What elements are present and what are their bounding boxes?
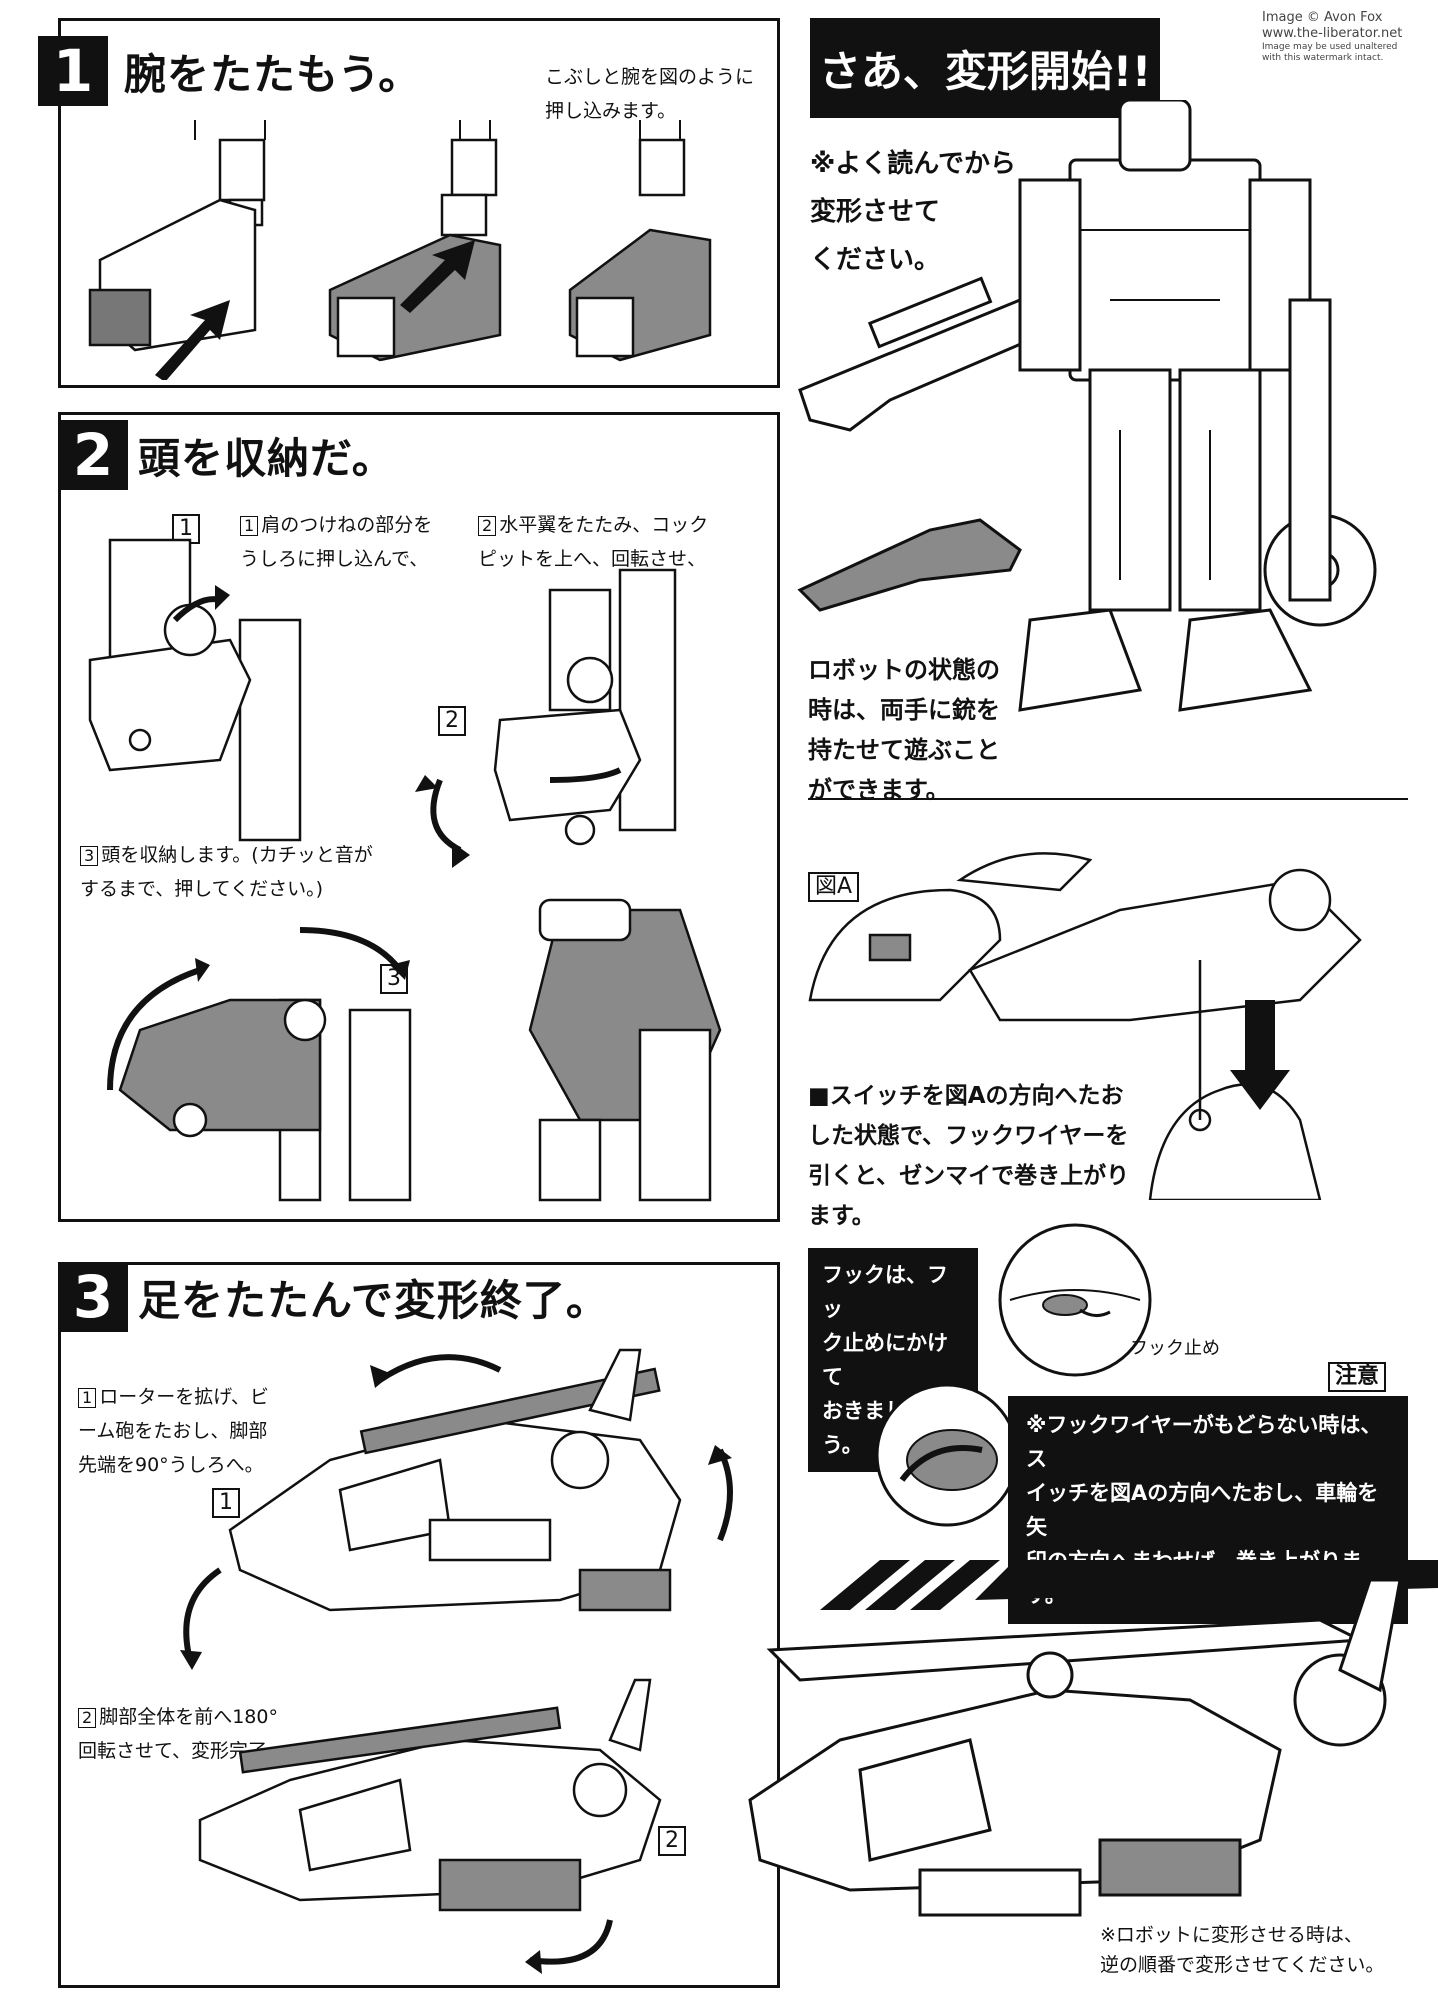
step3-label1: 1: [212, 1488, 240, 1518]
watermark: Image © Avon Fox www.the-liberator.net I…: [1262, 10, 1434, 64]
start-note: ※よく読んでから 変形させて ください。: [810, 140, 1016, 284]
watermark-line3: Image may be used unaltered: [1262, 42, 1398, 52]
start-note-line1: ※よく読んでから: [810, 149, 1016, 179]
step1-arm-illustration: [88, 120, 712, 380]
step2-note3-line2: するまで、押してください。): [80, 878, 324, 900]
step3-note1-num: 1: [78, 1388, 97, 1408]
right-divider: [808, 798, 1408, 800]
switch-note-line1: ■スイッチを図Aの方向へたお: [808, 1083, 1124, 1109]
footer-line1: ※ロボットに変形させる時は、: [1100, 1924, 1363, 1946]
fig-a-label: 図A: [808, 872, 860, 902]
step2-note1-line2: うしろに押し込んで、: [240, 548, 429, 570]
step2-note2-num: 2: [478, 516, 497, 536]
step2-note1-line1: 肩のつけねの部分を: [261, 514, 433, 536]
step2-title: 頭を収納だ。: [138, 433, 395, 483]
step3-note2-num: 2: [78, 1708, 97, 1728]
step3-heading: 3 足をたたんで変形終了。: [58, 1262, 609, 1332]
robot-note: ロボットの状態の 時は、両手に銃を 持たせて遊ぶこと ができます。: [808, 650, 1000, 810]
watermark-line1: Image © Avon Fox: [1262, 10, 1383, 25]
robot-note-line1: ロボットの状態の: [808, 656, 1000, 684]
step2-note2-line2: ピットを上へ、回転させ、: [478, 548, 707, 570]
step2-number: 2: [58, 420, 128, 490]
watermark-line2: www.the-liberator.net: [1262, 26, 1403, 41]
step3-note1-line1: ローターを拡げ、ビ: [99, 1386, 269, 1408]
step1-number: 1: [38, 36, 108, 106]
switch-note-line3: 引くと、ゼンマイで巻き上がり: [808, 1163, 1130, 1189]
caution-label: 注意: [1328, 1362, 1387, 1392]
step1-note: こぶしと腕を図のように 押し込みます。: [545, 60, 754, 128]
hook-illustration: [998, 1223, 1152, 1377]
hook-stop-label: フック止め: [1130, 1338, 1220, 1359]
robot-note-line3: 持たせて遊ぶこと: [808, 736, 1000, 764]
start-note-line2: 変形させて: [810, 197, 941, 227]
robot-note-line4: ができます。: [808, 776, 950, 804]
footer-line2: 逆の順番で変形させてください。: [1100, 1954, 1385, 1976]
robot-illustration: [797, 100, 1377, 712]
start-note-line3: ください。: [810, 245, 941, 275]
step1-note-line2: 押し込みます。: [545, 100, 677, 122]
switch-note: ■スイッチを図Aの方向へたお した状態で、フックワイヤーを 引くと、ゼンマイで巻…: [808, 1076, 1129, 1236]
final-helicopter-illustration: [748, 1560, 1438, 1917]
caution-line1: ※フックワイヤーがもどらない時は、ス: [1026, 1413, 1382, 1471]
caution-illustration: [875, 1383, 1019, 1527]
step2-note3-line1: 頭を収納します。(カチッと音が: [101, 844, 373, 866]
step1-heading: 1 腕をたたもう。: [38, 36, 428, 106]
step3-title: 足をたたんで変形終了。: [138, 1275, 609, 1325]
caution-line2: イッチを図Aの方向へたおし、車輪を矢: [1026, 1481, 1379, 1539]
step2-label2: 2: [438, 706, 466, 736]
fig-a-illustration: [808, 852, 1362, 1200]
step2-note2-line1: 水平翼をたたみ、コック: [499, 514, 709, 536]
step3-label2: 2: [658, 1826, 686, 1856]
step3-note2-line2: 回転させて、変形完了。: [78, 1740, 287, 1762]
step3-helicopter-illustration: [180, 1348, 733, 1974]
hook-line1: フックは、フッ: [822, 1263, 948, 1321]
watermark-line4: with this watermark intact.: [1262, 53, 1384, 63]
step3-note1-line2: ーム砲をたおし、脚部: [78, 1420, 268, 1442]
step3-note2-line1: 脚部全体を前へ180°: [99, 1706, 278, 1728]
step2-note3-num: 3: [80, 846, 99, 866]
footer-note: ※ロボットに変形させる時は、 逆の順番で変形させてください。: [1100, 1920, 1384, 1980]
start-title: さあ、変形開始!!: [810, 18, 1160, 118]
step2-note1-num: 1: [240, 516, 259, 536]
step1-title: 腕をたたもう。: [118, 40, 428, 102]
step3-number: 3: [58, 1262, 128, 1332]
step1-note-line1: こぶしと腕を図のように: [545, 66, 755, 88]
step3-note1-line3: 先端を90°うしろへ。: [78, 1454, 264, 1476]
switch-note-line4: ます。: [808, 1203, 875, 1229]
step2-head-illustration: [88, 538, 722, 1202]
step2-heading: 2 頭を収納だ。: [58, 420, 395, 490]
switch-note-line2: した状態で、フックワイヤーを: [808, 1123, 1129, 1149]
robot-note-line2: 時は、両手に銃を: [808, 696, 1000, 724]
hook-line2: ク止めにかけて: [822, 1331, 948, 1389]
